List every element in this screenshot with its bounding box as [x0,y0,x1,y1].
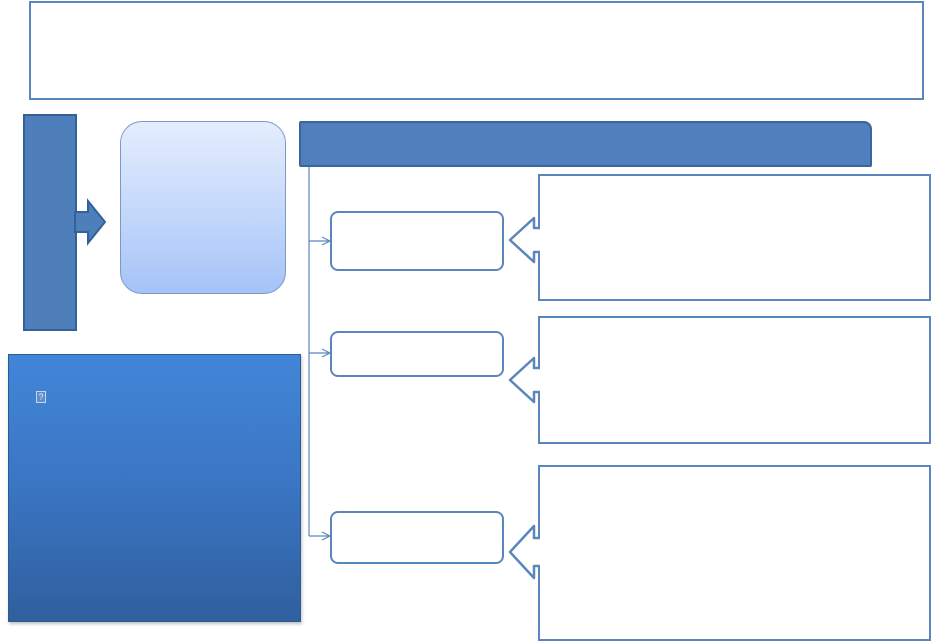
blue-panel [8,354,301,622]
detail-box-1 [538,174,931,301]
branch-box-2 [330,331,504,377]
left-arrow-icon [508,356,540,404]
branch-box-3 [330,511,504,564]
right-arrow-icon [74,198,107,246]
detail-box-2 [538,316,931,444]
left-arrow-icon [508,524,540,580]
header-bar [299,121,872,167]
gradient-box [120,121,286,294]
left-bar [23,114,77,331]
detail-box-3 [538,465,931,641]
branch-box-1 [330,211,504,271]
left-arrow-icon [508,216,540,264]
broken-image-icon: ? [36,391,46,403]
title-box [29,1,924,100]
